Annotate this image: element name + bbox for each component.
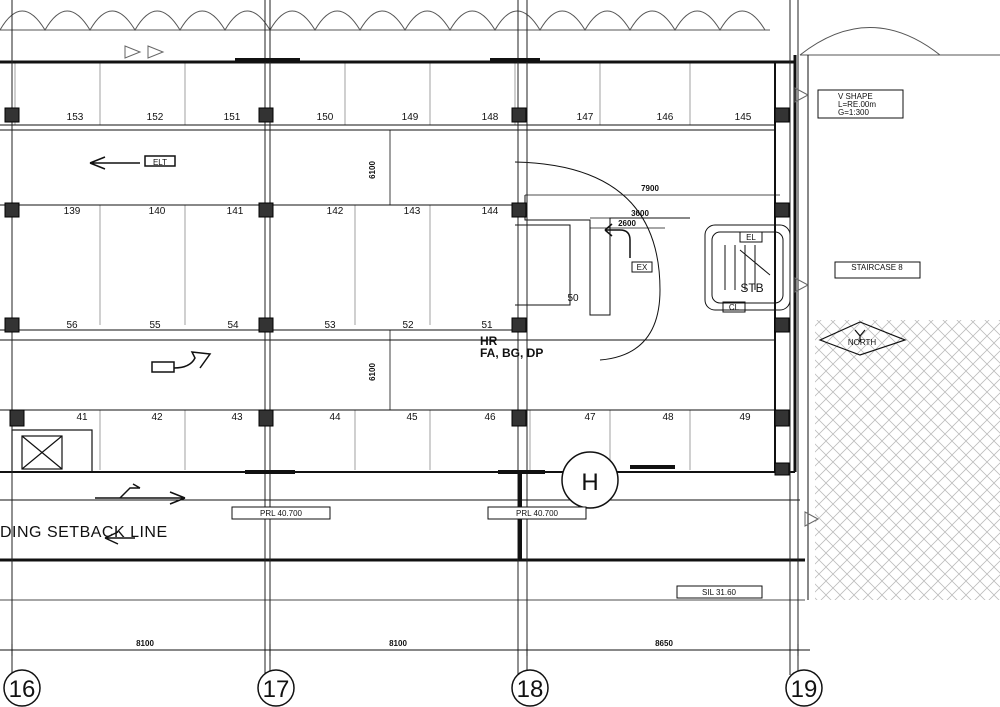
grid-label: 18 [517,676,544,703]
stall-number: 46 [484,412,496,423]
setback-line-label: DING SETBACK LINE [0,524,168,541]
dimension-lines [389,130,780,410]
stall-number: 53 [324,320,336,331]
stall-number: 140 [149,206,166,217]
beam-segments [235,58,675,474]
stall-number: 142 [327,206,344,217]
lane-tag: ELT [153,158,167,167]
dimension-2600: 2600 [618,219,636,228]
prl-left-box [231,506,331,520]
stall-number: 143 [404,206,421,217]
structural-walls [0,55,809,601]
stall-numbers-bottom: 41 42 43 44 45 46 47 48 49 [76,412,751,423]
dimension-7900: 7900 [641,184,659,193]
landscape-hatch [815,320,1000,600]
stall-number: 42 [151,412,163,423]
ramp-note-line2: L=RE.00m [838,100,876,109]
grid-bubble-18: 18 [511,669,549,707]
ramp-note-box [817,89,904,119]
lift-box [11,429,93,473]
stall-numbers-upper-mid: 139 140 141 142 143 144 [64,206,499,217]
bay-dimension-17-18: 8100 [389,639,407,648]
prl-right: PRL 40.700 [516,509,559,518]
north-label: NORTH [848,338,877,347]
scalloped-canopy [0,10,1000,56]
bay-dimension-18-19: 8650 [655,639,673,648]
prl-right-box [487,506,587,520]
grid-label: 16 [9,676,36,703]
exit-tag-box [631,261,653,273]
stall-number: 147 [577,112,594,123]
fire-equipment-note: FA, BG, DP [480,346,543,360]
grid-lines [11,0,799,675]
hr-note: HR [480,334,498,348]
grid-label: 19 [791,676,818,703]
stall-number: 56 [66,320,78,331]
stall-number: 45 [406,412,418,423]
stall-number: 50 [567,293,579,304]
stb-label: STB [740,281,763,295]
ramp-note-line1: V SHAPE [838,92,873,101]
stall-number: 141 [227,206,244,217]
stair-tag-top: EL [746,233,756,242]
bay-dimension-lines [0,644,810,656]
stall-number: 148 [482,112,499,123]
stall-numbers-top: 153 152 151 150 149 148 147 146 145 [67,112,752,123]
stall-number: 55 [149,320,161,331]
ramp-note-line3: G=1:300 [838,108,869,117]
stall-number: 153 [67,112,84,123]
stall-number: 144 [482,206,499,217]
stall-number: 149 [402,112,419,123]
grid-label: 17 [263,676,290,703]
stall-number: 41 [76,412,88,423]
u-turn-arrow-icon [604,223,631,258]
stall-number: 146 [657,112,674,123]
entry-arrow-icon [95,483,186,545]
grid-bubble-19: 19 [785,669,823,707]
dimension-6100-upper: 6100 [368,161,377,179]
north-arrow-icon [818,321,907,356]
staircase-label: STAIRCASE 8 [851,263,903,272]
stall-numbers-lower-mid: 56 55 54 53 52 51 50 [66,293,579,331]
triangle-markers [124,45,820,527]
stall-number: 47 [584,412,596,423]
stall-lines [14,62,691,470]
staircase-tag-box [834,261,921,279]
turn-arrow-icon [151,351,212,373]
stall-number: 54 [227,320,239,331]
exit-tag: EX [637,263,648,272]
prl-left: PRL 40.700 [260,509,303,518]
sil-box [676,585,763,599]
stall-number: 44 [329,412,341,423]
grid-bubble-16: 16 [3,669,41,707]
stall-number: 145 [735,112,752,123]
staircase-icon [722,231,771,313]
stair-tag-bottom: CL [729,303,740,312]
stall-number: 51 [481,320,493,331]
hydrant-circle-icon [561,451,619,509]
stall-number: 49 [739,412,751,423]
stall-number: 48 [662,412,674,423]
hydrant-mark: H [581,469,598,496]
sil-label: SIL 31.60 [702,588,737,597]
stall-number: 151 [224,112,241,123]
left-arrow-icon [89,155,176,170]
stall-number: 139 [64,206,81,217]
dimension-3600: 3600 [631,209,649,218]
dimension-6100-lower: 6100 [368,363,377,381]
stall-number: 43 [231,412,243,423]
bay-dimension-16-17: 8100 [136,639,154,648]
columns [4,107,790,476]
stall-number: 52 [402,320,414,331]
grid-bubble-17: 17 [257,669,295,707]
stall-number: 150 [317,112,334,123]
stall-number: 152 [147,112,164,123]
